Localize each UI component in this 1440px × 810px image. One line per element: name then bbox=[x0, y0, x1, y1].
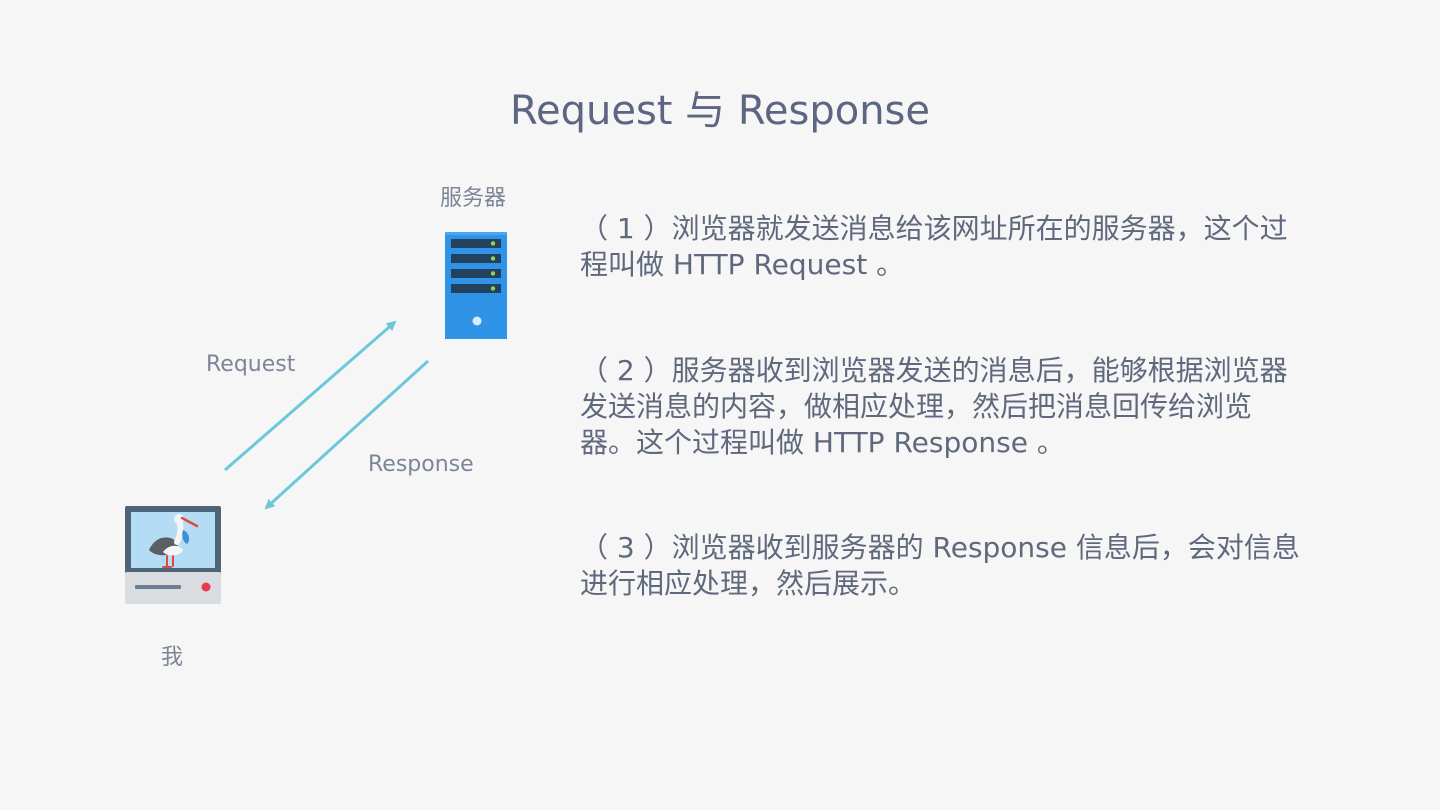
paragraph-3: （ 3 ）浏览器收到服务器的 Response 信息后，会对信息进行相应处理，然… bbox=[580, 530, 1302, 602]
server-label: 服务器 bbox=[440, 180, 506, 212]
paragraph-2: （ 2 ）服务器收到浏览器发送的消息后，能够根据浏览器发送消息的内容，做相应处理… bbox=[580, 353, 1302, 461]
server-icon bbox=[445, 232, 507, 339]
request-edge-label: Request bbox=[206, 352, 295, 377]
me-label: 我 bbox=[161, 639, 183, 671]
computer-icon bbox=[125, 506, 221, 604]
paragraph-1: （ 1 ）浏览器就发送消息给该网址所在的服务器，这个过程叫做 HTTP Requ… bbox=[580, 211, 1302, 283]
page-title: Request 与 Response bbox=[0, 78, 1440, 136]
request-arrow-icon bbox=[225, 322, 395, 470]
response-edge-label: Response bbox=[368, 452, 474, 477]
response-arrow-icon bbox=[266, 361, 428, 508]
